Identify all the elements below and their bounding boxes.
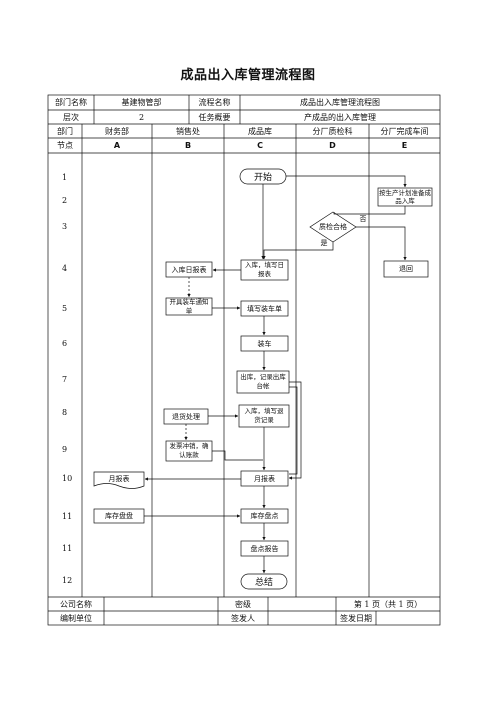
- row-number: 11: [62, 544, 73, 553]
- row-number: 7: [62, 375, 68, 384]
- fill-notice-label: 填写装车单: [247, 304, 282, 313]
- dept-value: 基建物管部: [121, 98, 162, 107]
- dept-c: 成品库: [248, 126, 272, 136]
- row-number: 8: [62, 408, 68, 417]
- outbound-label: 出库，记录出库台帐: [240, 373, 286, 390]
- inbound-report-label: 入库日报表: [171, 265, 207, 274]
- count-report-box: [240, 540, 289, 557]
- dept-label: 部门名称: [55, 98, 87, 107]
- row-number: 1: [62, 173, 68, 182]
- monthly-c-label: 月报表: [254, 474, 275, 483]
- row-number: 4: [62, 264, 68, 273]
- col-d: D: [329, 141, 336, 150]
- issue-notice-label: 开具装车通知单: [169, 298, 209, 315]
- count-report-label: 盘点报告: [250, 544, 279, 553]
- col-b: B: [184, 141, 192, 150]
- monthly-a-label: 月报表: [108, 474, 130, 483]
- yes-label: 是: [320, 239, 328, 247]
- dept-row-label: 部门: [57, 126, 73, 136]
- dept-b: 销售处: [176, 126, 200, 136]
- unit-label: 编制单位: [60, 613, 92, 623]
- flow-label: 流程名称: [198, 98, 231, 107]
- row-number: 5: [62, 304, 68, 313]
- col-c: C: [257, 141, 263, 150]
- row-number: 2: [62, 196, 68, 205]
- page-indicator: 第 1 页（共 1 页）: [353, 599, 423, 609]
- return-in-label: 入库，填写退货记录: [244, 407, 284, 424]
- issue-notice-box: [165, 297, 213, 316]
- node-label: 节点: [57, 141, 73, 150]
- secret-value: [268, 597, 336, 611]
- load-label: 装车: [257, 339, 272, 348]
- stock-a-label: 库存盘盘: [105, 512, 133, 520]
- unit-value: [104, 611, 218, 625]
- date-label: 签发日期: [340, 613, 372, 623]
- signer-value: [268, 611, 336, 625]
- row-number: 10: [62, 474, 73, 483]
- load-box: [240, 335, 289, 352]
- fill-notice-box: [240, 300, 289, 317]
- row-number: 11: [62, 512, 73, 521]
- task-value: 产成品的出入库管理: [304, 112, 376, 122]
- return-proc-label: 退货处理: [172, 412, 200, 421]
- page-title: 成品出入库管理流程图: [180, 68, 316, 83]
- secret-label: 密级: [235, 599, 251, 609]
- task-label: 任务概要: [198, 112, 231, 122]
- start-label: 开始: [253, 173, 272, 183]
- signer-label: 签发人: [231, 613, 255, 623]
- inspect-label: 质检合格: [319, 223, 347, 231]
- end-terminator: [240, 573, 288, 590]
- stock-c-label: 库存盘点: [250, 512, 279, 520]
- row-number: 3: [62, 222, 68, 231]
- monthly-doc-a: [93, 471, 145, 489]
- dept-d: 分厂质检科: [312, 126, 353, 136]
- no-label: 否: [359, 215, 367, 223]
- col-a: A: [113, 141, 121, 150]
- level-value: 2: [138, 112, 145, 122]
- plan-label: 按生产计划准备成品入库: [379, 189, 431, 205]
- company-value: [104, 597, 218, 611]
- date-value: [376, 611, 440, 625]
- row-number: 12: [62, 576, 73, 585]
- end-label: 总结: [254, 578, 273, 588]
- return-box: [383, 260, 429, 278]
- return-label: 退回: [399, 265, 413, 273]
- col-e: E: [401, 141, 408, 150]
- invoice-label: 发票冲销，确认账款: [169, 442, 209, 459]
- flow-value: 成品出入库管理流程图: [300, 98, 380, 107]
- company-label: 公司名称: [60, 599, 92, 609]
- row-number: 6: [62, 339, 68, 348]
- row-number: 9: [62, 445, 68, 454]
- inbound-label: 入库，填写日报表: [245, 261, 284, 278]
- stock-box-c: [240, 508, 289, 524]
- monthly-box-c: [240, 470, 289, 487]
- level-label: 层次: [63, 112, 79, 122]
- dept-a: 财务部: [105, 126, 129, 136]
- dept-e: 分厂完成车间: [380, 126, 429, 136]
